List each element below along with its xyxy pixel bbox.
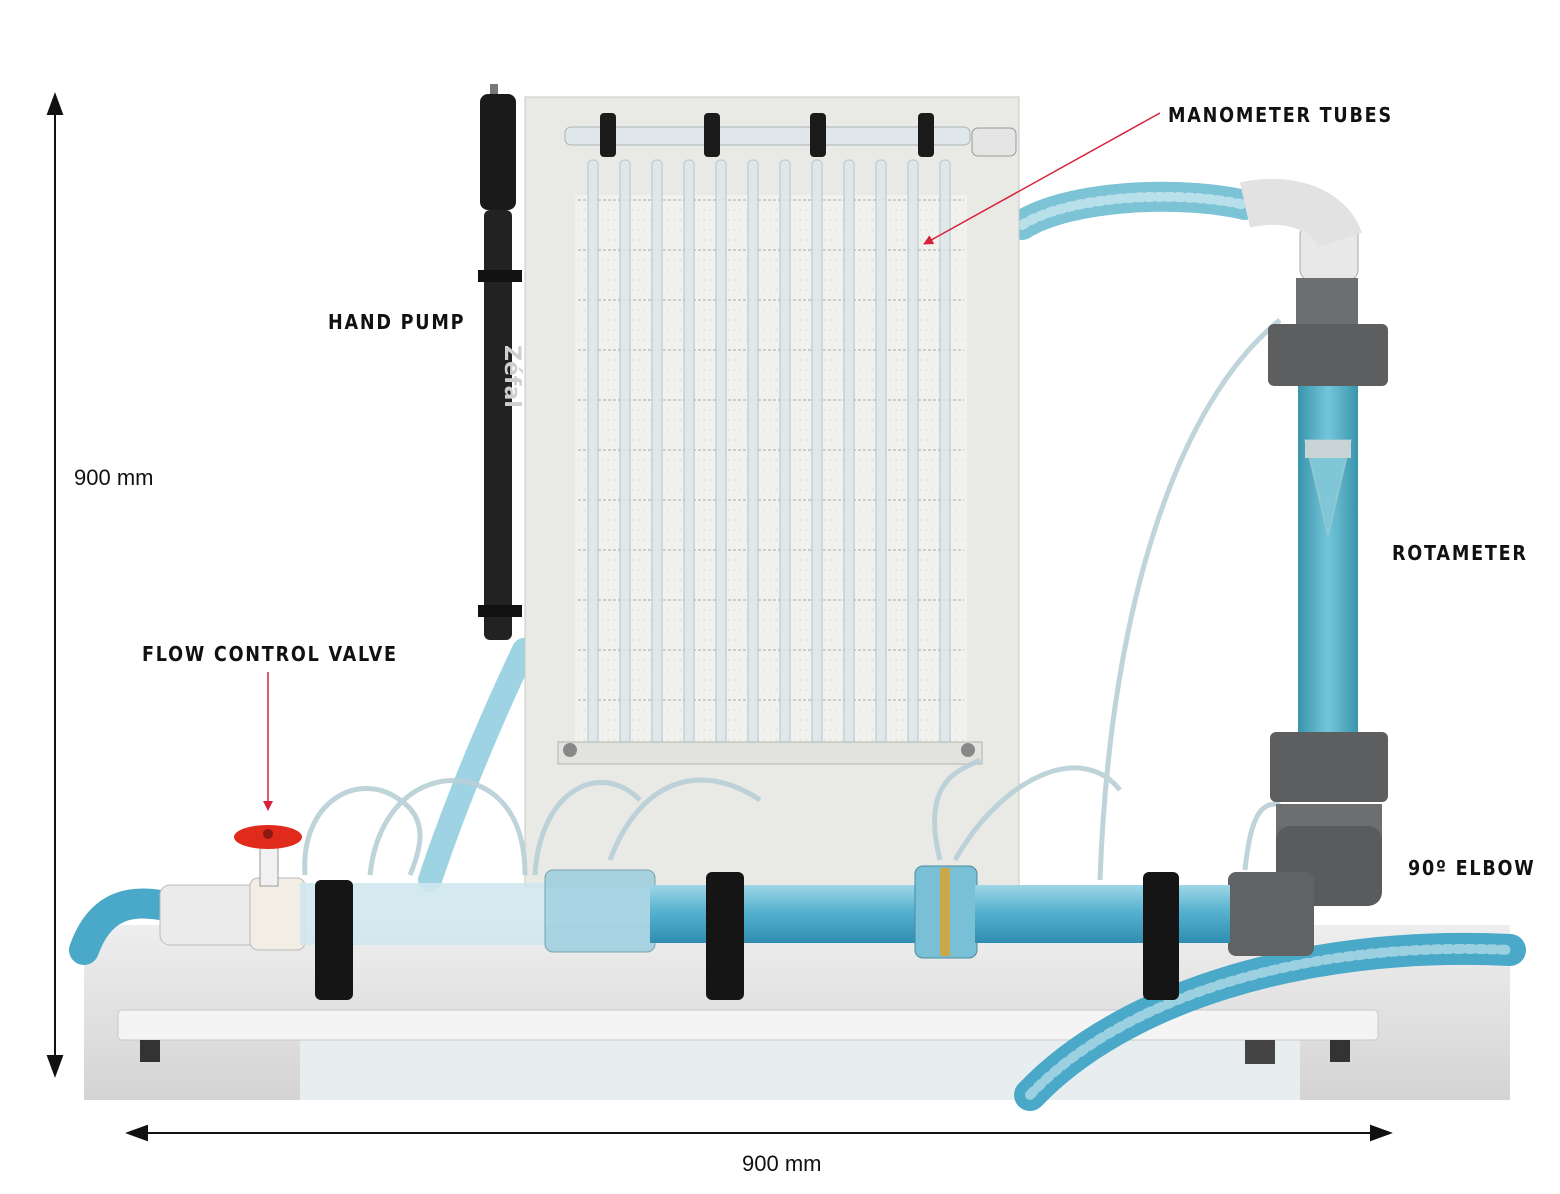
pressure-tapping-tubes [302, 318, 1282, 881]
supply-hose [69, 181, 1526, 1111]
manometer-tubes-arrow [923, 112, 1161, 245]
hand-pump: Zéfal [478, 84, 524, 640]
manometer-panel [524, 96, 1020, 888]
height-dimension-label: 900 mm [74, 465, 154, 490]
elbow-label: 90º ELBOW [1408, 856, 1536, 880]
manometer-tube [651, 159, 663, 751]
rotameter-assembly [1228, 178, 1388, 956]
manometer-tube [811, 159, 823, 751]
manometer-tube [619, 159, 631, 751]
width-dimension-arrow [125, 1124, 1393, 1142]
hand-pump-label: HAND PUMP [328, 310, 466, 334]
manometer-tube [843, 159, 855, 751]
manometer-tube [907, 159, 919, 751]
test-pipe [159, 865, 1230, 1000]
manometer-tube [587, 159, 599, 751]
flow-control-valve-label: FLOW CONTROL VALVE [142, 642, 398, 666]
pump-logo: Zéfal [499, 345, 524, 408]
manometer-tube [747, 159, 759, 751]
rotameter-label: ROTAMETER [1392, 541, 1528, 565]
manometer-tube [939, 159, 951, 751]
width-dimension-label: 900 mm [742, 1151, 822, 1176]
manometer-tube [779, 159, 791, 751]
manometer-tube [683, 159, 695, 751]
manometer-tube [875, 159, 887, 751]
manometer-tube [715, 159, 727, 751]
manometer-tubes-label: MANOMETER TUBES [1168, 103, 1393, 127]
height-dimension-arrow [46, 92, 64, 1078]
flow-control-valve [234, 825, 302, 887]
